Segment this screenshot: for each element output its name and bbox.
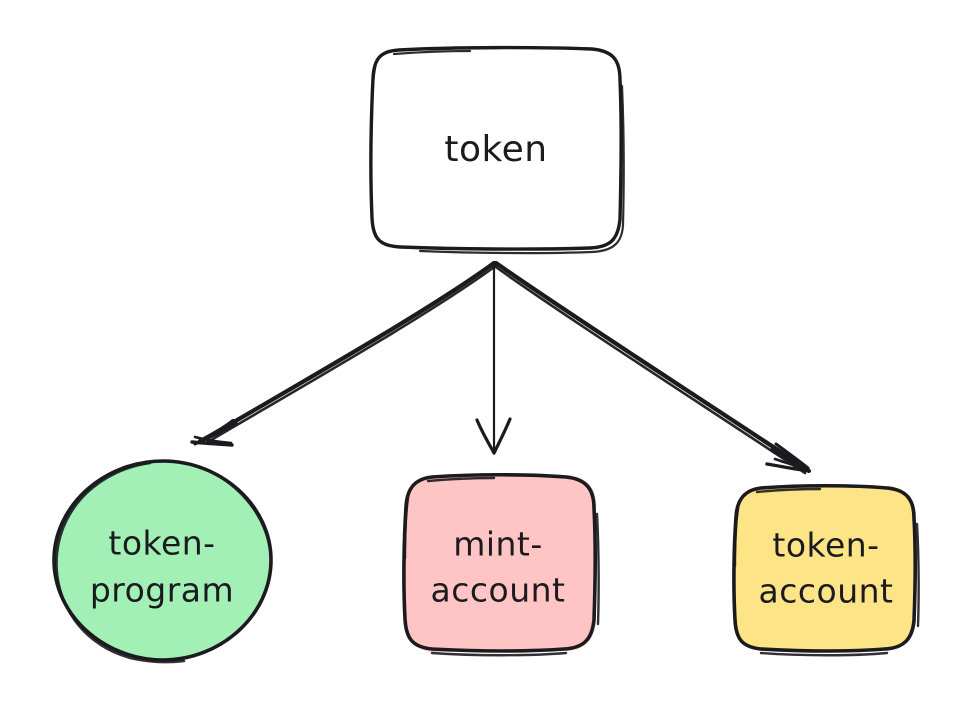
node-token-fill [372, 48, 621, 248]
arrowhead-mint-account [475, 417, 512, 455]
node-mint-account[interactable]: mint- account [402, 472, 600, 657]
node-mint-account-label-line1: mint- [453, 525, 543, 564]
edge-token-to-token-account[interactable] [491, 260, 811, 475]
node-token-program-label-line2: program [90, 571, 234, 610]
arrowhead-token-account [765, 442, 811, 473]
node-token-account-label-line1: token- [772, 526, 879, 565]
node-token-account-label-line2: account [759, 572, 894, 611]
node-token[interactable]: token [369, 45, 625, 255]
node-token-program-label-line1: token- [108, 524, 215, 563]
node-mint-account-label-line2: account [431, 571, 566, 610]
node-token-account-fill [735, 486, 915, 651]
node-token-outline-1 [369, 45, 623, 251]
node-token-program[interactable]: token- program [52, 459, 273, 664]
node-mint-account-fill [405, 475, 596, 652]
node-token-account[interactable]: token- account [732, 483, 920, 657]
edge-token-to-mint-account[interactable] [475, 262, 512, 455]
node-token-program-fill [54, 461, 270, 659]
edge-group [190, 260, 811, 475]
node-mint-account-outline-2 [403, 476, 600, 657]
node-token-label: token [444, 129, 547, 170]
arrowhead-token-program [190, 419, 238, 447]
node-token-outline-2 [370, 49, 625, 255]
node-token-account-outline-2 [733, 487, 920, 657]
node-token-program-outline-2 [55, 461, 273, 664]
edge-token-to-token-program[interactable] [190, 260, 499, 447]
